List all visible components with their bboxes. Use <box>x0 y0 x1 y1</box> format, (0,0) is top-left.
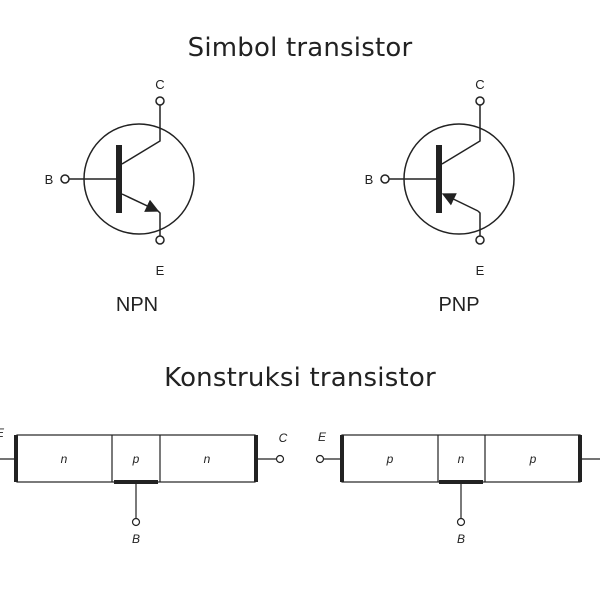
npn-collector-label: C <box>155 77 164 92</box>
npn-emitter-label: E <box>0 426 5 440</box>
pnp-base-terminal <box>456 517 466 527</box>
npn-region-3: n <box>204 452 211 466</box>
pnp-type-label: PNP <box>438 294 479 316</box>
npn-emitter-arrow <box>121 193 160 212</box>
npn-collector-terminal <box>155 96 165 106</box>
pnp-collector-contact <box>578 435 582 482</box>
construction-title: Konstruksi transistor <box>164 363 436 393</box>
pnp-emitter-contact <box>340 435 344 482</box>
pnp-emitter-arrow <box>441 193 479 212</box>
npn-base-label: B <box>132 532 140 546</box>
pnp-emitter-wire <box>477 210 481 236</box>
pnp-collector-terminal <box>475 96 485 106</box>
npn-region-1: n <box>61 452 68 466</box>
npn-base-terminal <box>131 517 141 527</box>
npn-collector-label: C <box>279 431 288 445</box>
npn-emitter-contact <box>14 435 18 482</box>
pnp-base-label: B <box>457 532 465 546</box>
npn-region-2: p <box>132 452 140 466</box>
npn-base-terminal <box>60 174 70 184</box>
pnp-collector-label: C <box>475 77 484 92</box>
pnp-emitter-label: E <box>476 263 485 278</box>
pnp-collector-wire <box>441 105 481 165</box>
npn-base-contact <box>114 480 158 484</box>
pnp-base-bar <box>436 145 442 213</box>
pnp-region-2: n <box>458 452 465 466</box>
pnp-region-1: p <box>386 452 394 466</box>
npn-emitter-wire <box>157 210 161 236</box>
pnp-base-contact <box>439 480 483 484</box>
npn-symbol <box>60 96 195 245</box>
npn-base-bar <box>116 145 122 213</box>
pnp-symbol <box>380 96 515 245</box>
npn-collector-terminal <box>275 454 285 464</box>
pnp-base-terminal <box>380 174 390 184</box>
pnp-emitter-terminal <box>315 454 325 464</box>
npn-collector-wire <box>121 105 161 165</box>
npn-base-label: B <box>45 172 54 187</box>
pnp-emitter-label: E <box>318 430 327 444</box>
pnp-emitter-terminal <box>475 235 485 245</box>
symbols-title: Simbol transistor <box>187 33 413 63</box>
npn-collector-contact <box>254 435 258 482</box>
npn-emitter-terminal <box>155 235 165 245</box>
pnp-base-label: B <box>365 172 374 187</box>
npn-emitter-label: E <box>156 263 165 278</box>
npn-type-label: NPN <box>116 294 158 316</box>
pnp-region-3: p <box>529 452 537 466</box>
